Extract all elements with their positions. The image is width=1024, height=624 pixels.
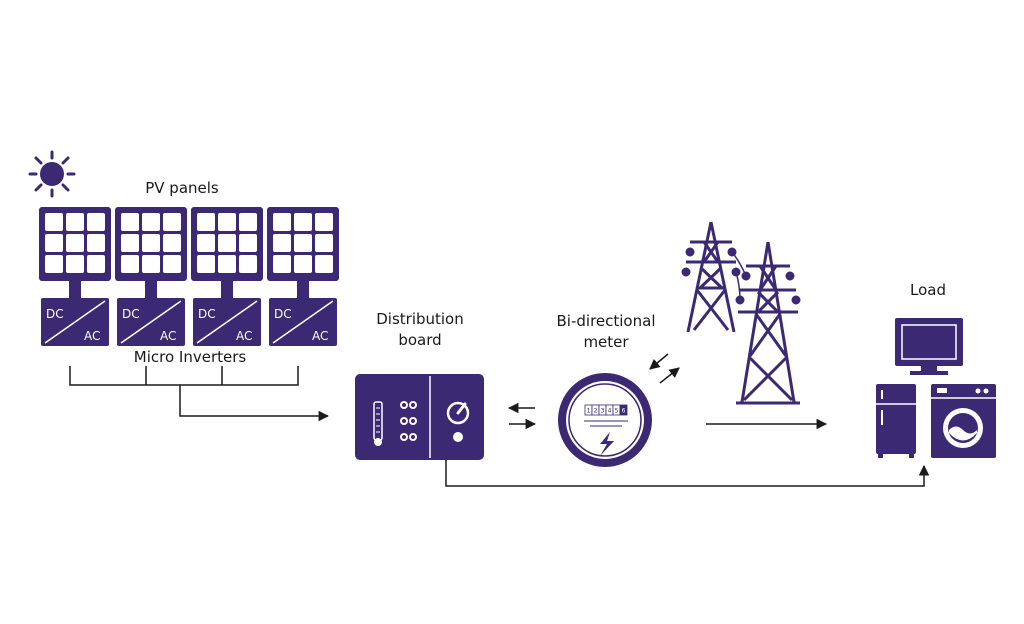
inverter-bus-line (69, 366, 330, 422)
transmission-tower-icon (681, 221, 801, 405)
distribution-board-label-line2: board (398, 331, 441, 349)
panel-connector (297, 281, 309, 298)
inverter-dc-label: DC (46, 307, 64, 321)
micro-inverter-icon: DC AC (269, 298, 337, 346)
inverter-ac-label: AC (84, 329, 100, 343)
tv-icon (895, 318, 963, 375)
distribution-board-icon (355, 374, 484, 460)
pv-array: DC AC DC AC DC AC DC AC (39, 207, 339, 346)
sun-icon (28, 150, 76, 198)
meter-label-line1: Bi-directional (557, 312, 656, 330)
load-label: Load (910, 281, 946, 299)
panel-connector (145, 281, 157, 298)
washing-machine-icon (931, 384, 996, 458)
inverter-dc-label: DC (274, 307, 292, 321)
micro-inverter-icon: DC AC (193, 298, 261, 346)
solar-panel-icon (39, 207, 111, 281)
meter-digit: 6 (622, 408, 626, 415)
meter-digit: 4 (608, 408, 612, 415)
micro-inverter-icon: DC AC (41, 298, 109, 346)
meter-label-line2: meter (583, 333, 629, 351)
micro-inverters-label: Micro Inverters (134, 348, 247, 366)
meter-digit-cell (619, 404, 628, 416)
solar-panel-icon (267, 207, 339, 281)
inverter-ac-label: AC (160, 329, 176, 343)
meter-digit: 5 (615, 408, 619, 415)
inverter-dc-label: DC (122, 307, 140, 321)
panel-connector (221, 281, 233, 298)
solar-panel-icon (191, 207, 263, 281)
panel-connector (69, 281, 81, 298)
inverter-dc-label: DC (198, 307, 216, 321)
inverter-ac-label: AC (312, 329, 328, 343)
grid-exchange-arrows (649, 353, 680, 384)
pv-panels-label: PV panels (145, 179, 219, 197)
meter-digit: 2 (594, 408, 598, 415)
refrigerator-icon (876, 384, 916, 458)
meter-digit: 3 (601, 408, 605, 415)
board-to-load-line (445, 460, 930, 487)
lightning-icon (600, 432, 614, 456)
solar-panel-icon (115, 207, 187, 281)
board-meter-arrows (507, 402, 537, 430)
distribution-board-label-line1: Distribution (376, 310, 464, 328)
micro-inverter-icon: DC AC (117, 298, 185, 346)
meter-digit: 1 (587, 408, 591, 415)
inverter-ac-label: AC (236, 329, 252, 343)
